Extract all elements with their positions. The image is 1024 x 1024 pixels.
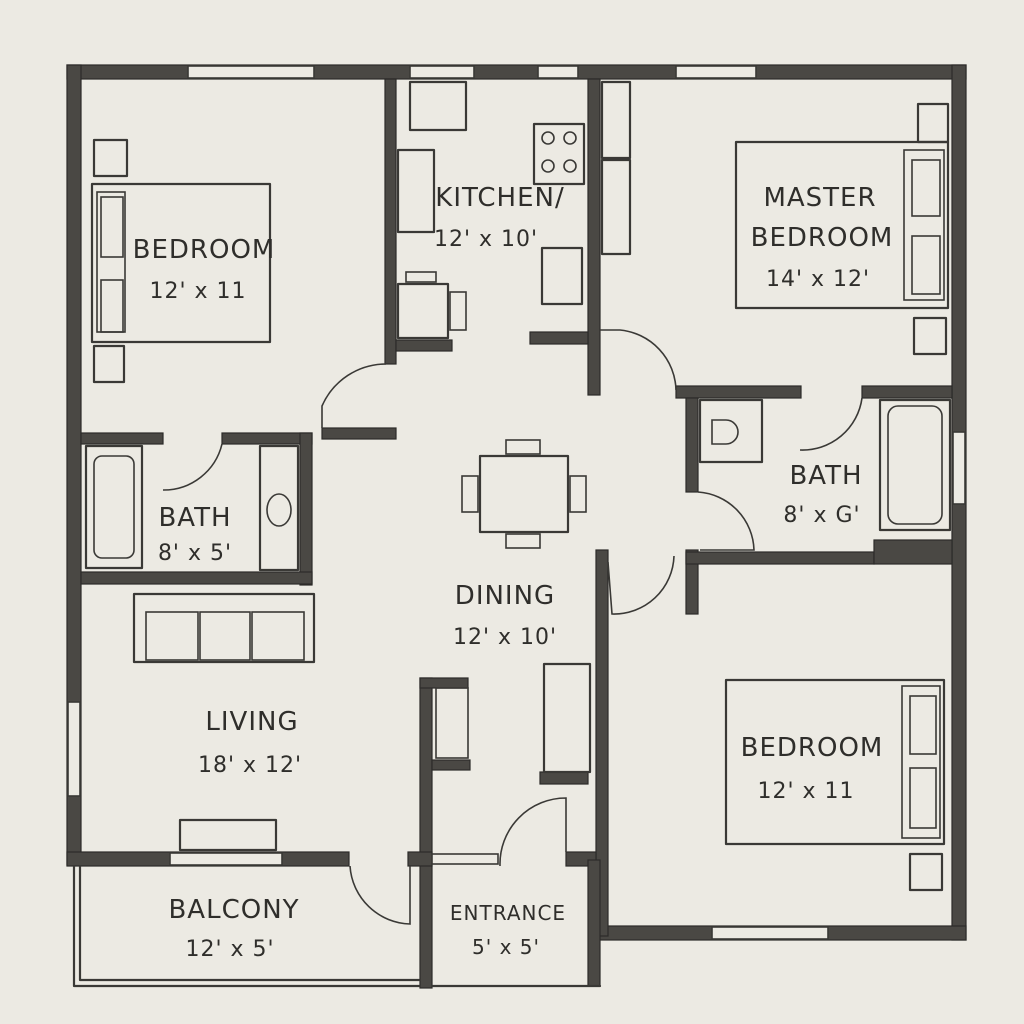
room-labels: BEDROOM 12' x 11 KITCHEN/ 12' x 10' MAST… <box>133 183 894 962</box>
window-top-master <box>675 65 757 79</box>
window-top-kitchen-2 <box>537 65 579 79</box>
room-size-bath-right: 8' x G' <box>783 503 860 528</box>
balcony-outline <box>72 864 602 988</box>
bath-left-fixtures <box>84 444 300 572</box>
door-right-bedroom <box>607 555 675 615</box>
living-furniture <box>132 592 592 852</box>
window-right-bath <box>952 431 966 505</box>
tv-stand <box>178 818 278 852</box>
master-bedroom-furniture <box>734 102 950 356</box>
room-name-bath-left: BATH <box>158 503 231 533</box>
room-size-bedroom-left: 12' x 11 <box>149 279 246 304</box>
door-balcony <box>349 865 411 925</box>
door-left-bedroom <box>321 363 387 428</box>
windows <box>67 65 966 940</box>
room-size-living: 18' x 12' <box>198 753 302 778</box>
window-left-living <box>67 701 81 797</box>
room-size-kitchen: 12' x 10' <box>434 227 538 252</box>
door-bath-corridor <box>697 491 755 551</box>
nightstand <box>92 344 126 384</box>
room-name-dining: DINING <box>455 581 555 611</box>
room-name-master-line1: MASTER <box>763 183 876 213</box>
room-name-bedroom-right: BEDROOM <box>741 733 884 763</box>
room-name-bath-right: BATH <box>789 461 862 491</box>
bed <box>90 182 272 344</box>
room-size-master: 14' x 12' <box>766 267 870 292</box>
nightstand <box>92 138 129 178</box>
room-name-entrance: ENTRANCE <box>450 901 566 925</box>
sofa <box>132 592 316 664</box>
door-master <box>600 329 677 391</box>
bedroom-right-furniture <box>724 678 946 892</box>
room-name-living: LIVING <box>205 707 298 737</box>
room-name-kitchen: KITCHEN/ <box>435 183 564 213</box>
room-size-entrance: 5' x 5' <box>472 935 540 959</box>
toilet <box>266 493 292 527</box>
room-size-bedroom-right: 12' x 11 <box>757 779 854 804</box>
window-top-left <box>187 65 315 79</box>
interior-walls <box>80 78 953 989</box>
room-name-master-line2: BEDROOM <box>751 223 894 253</box>
dining-table <box>461 439 587 549</box>
bedroom-left-furniture <box>90 138 272 384</box>
window-top-kitchen <box>409 65 475 79</box>
master-bed <box>734 140 950 310</box>
bed <box>724 678 946 846</box>
bath-right-fixtures <box>698 398 952 532</box>
room-name-balcony: BALCONY <box>168 895 299 925</box>
door-right-bath <box>799 397 863 451</box>
room-size-dining: 12' x 10' <box>453 625 557 650</box>
room-size-balcony: 12' x 5' <box>185 937 274 962</box>
room-size-bath-left: 8' x 5' <box>158 541 232 566</box>
kitchen-fixtures <box>396 80 632 340</box>
bathtub <box>878 398 952 532</box>
kitchen-table <box>396 282 450 340</box>
door-entrance <box>499 797 567 867</box>
doors <box>162 329 863 925</box>
entrance-threshold <box>431 853 499 865</box>
room-name-bedroom-left: BEDROOM <box>133 235 276 265</box>
window-bottom-bedroom <box>711 926 829 940</box>
door-left-bath <box>162 443 223 491</box>
bathtub <box>84 444 144 570</box>
window-living-balcony <box>169 852 283 866</box>
